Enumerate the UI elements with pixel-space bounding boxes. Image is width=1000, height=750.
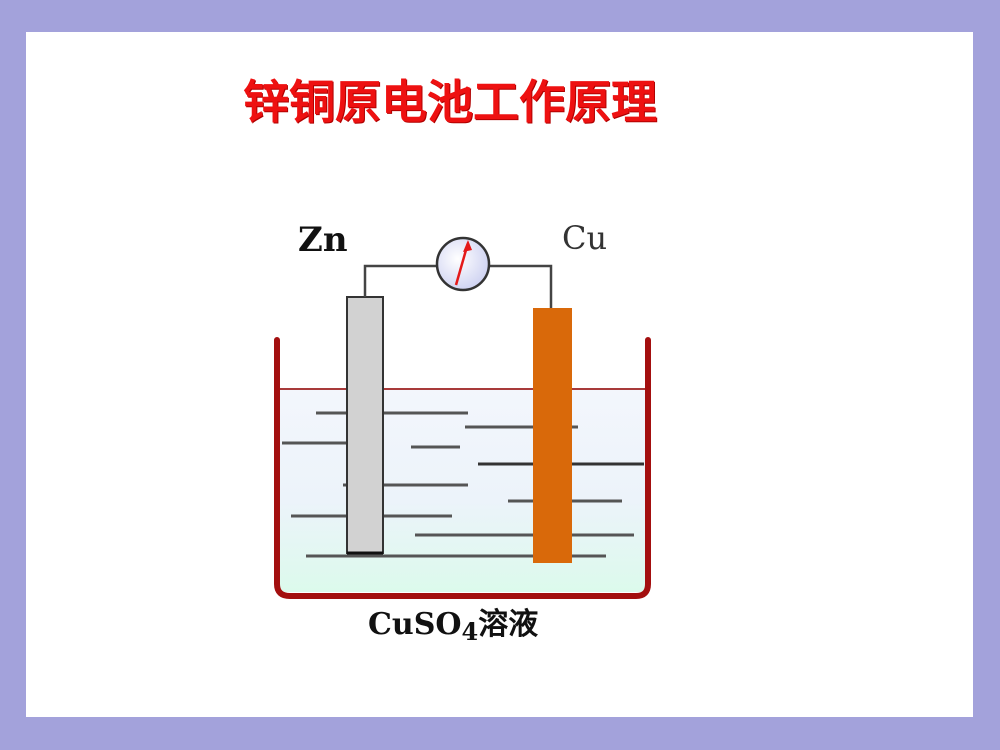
solution-suffix: 溶液 (478, 607, 539, 642)
copper-label: Cu (562, 219, 608, 257)
galvanometer-icon (435, 236, 491, 292)
solution-formula: CuSO (368, 607, 462, 642)
solution-formula-subscript: 4 (461, 617, 479, 646)
wire (363, 264, 553, 308)
zinc-label: Zn (298, 220, 348, 260)
beaker (274, 337, 651, 599)
solution-label: CuSO4溶液 (368, 600, 538, 657)
slide-panel (26, 32, 973, 717)
copper-electrode (533, 308, 572, 563)
page-title: 锌铜原电池工作原理 (243, 75, 657, 129)
solution-liquid (279, 388, 646, 592)
zinc-electrode (346, 296, 384, 555)
